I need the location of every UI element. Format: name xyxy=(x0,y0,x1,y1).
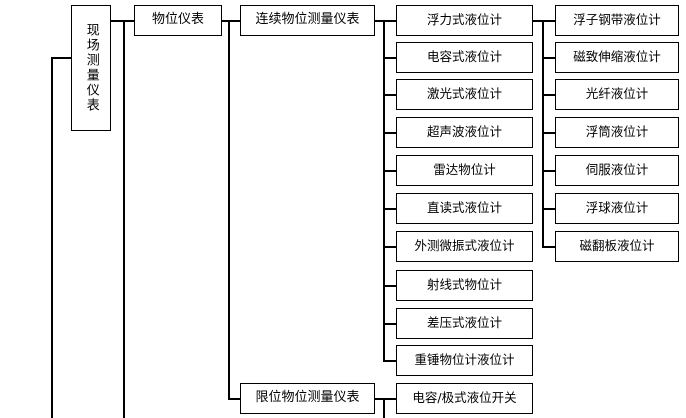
node-direct-reading-level-gauge[interactable]: 直读式液位计 xyxy=(396,193,533,224)
connector-continuous-child-5 xyxy=(383,170,397,172)
connector-buoyancy-child-1 xyxy=(542,20,556,22)
node-magnetostrictive-level-gauge[interactable]: 磁致伸缩液位计 xyxy=(555,42,679,73)
node-buoyancy-level-gauge[interactable]: 浮力式液位计 xyxy=(396,5,533,36)
node-continuous-label: 连续物位测量仪表 xyxy=(255,12,360,28)
connector-level3-trunk xyxy=(228,20,230,399)
node-label: 电容/极式液位开关 xyxy=(412,390,517,406)
node-label: 浮球液位计 xyxy=(585,200,649,216)
node-label: 直读式液位计 xyxy=(426,200,502,216)
connector-continuous-child-3 xyxy=(383,94,397,96)
node-radiation-level-gauge[interactable]: 射线式物位计 xyxy=(396,270,533,301)
connector-level3-continuous-stub xyxy=(228,20,241,22)
node-differential-pressure-level-gauge[interactable]: 差压式液位计 xyxy=(396,308,533,339)
node-label: 差压式液位计 xyxy=(426,315,502,331)
connector-level3-limit-stub xyxy=(228,398,241,400)
connector-root-left-stub xyxy=(51,57,72,59)
node-label: 外测微振式液位计 xyxy=(414,238,515,254)
node-displacer-level-gauge[interactable]: 浮筒液位计 xyxy=(555,117,679,148)
node-label: 重锤物位计液位计 xyxy=(414,352,515,368)
connector-continuous-out-stub xyxy=(375,20,389,22)
node-optical-fiber-level-gauge[interactable]: 光纤液位计 xyxy=(555,79,679,110)
connector-continuous-child-1 xyxy=(383,20,397,22)
connector-continuous-child-7 xyxy=(383,246,397,248)
connector-level2-trunk xyxy=(123,20,125,418)
node-level2-label: 物位仪表 xyxy=(151,12,204,28)
connector-continuous-child-8 xyxy=(383,285,397,287)
node-level-indicator-instruments[interactable]: 物位仪表 xyxy=(134,5,222,36)
node-ultrasonic-level-gauge[interactable]: 超声波液位计 xyxy=(396,117,533,148)
node-label: 浮子钢带液位计 xyxy=(573,12,661,28)
node-external-micro-vibration-level-gauge[interactable]: 外测微振式液位计 xyxy=(396,231,533,262)
connector-root-to-level2-stub xyxy=(110,20,134,22)
node-weight-level-gauge[interactable]: 重锤物位计液位计 xyxy=(396,345,533,376)
connector-buoyancy-child-4 xyxy=(542,132,556,134)
node-label: 超声波液位计 xyxy=(426,124,502,140)
connector-continuous-child-10 xyxy=(383,360,397,362)
node-label: 磁翻板液位计 xyxy=(579,238,655,254)
connector-continuous-child-9 xyxy=(383,323,397,325)
node-limit-label: 限位物位测量仪表 xyxy=(255,390,360,406)
node-label: 电容式液位计 xyxy=(426,49,502,65)
connector-continuous-child-6 xyxy=(383,208,397,210)
node-servo-level-gauge[interactable]: 伺服液位计 xyxy=(555,155,679,186)
node-magnetic-flap-level-gauge[interactable]: 磁翻板液位计 xyxy=(555,231,679,262)
connector-limit-children-trunk xyxy=(383,398,385,418)
connector-buoyancy-child-6 xyxy=(542,208,556,210)
node-label: 射线式物位计 xyxy=(426,277,502,293)
connector-buoyancy-children-trunk xyxy=(542,20,544,248)
connector-continuous-child-2 xyxy=(383,57,397,59)
node-label: 磁致伸缩液位计 xyxy=(573,49,661,65)
connector-buoyancy-out-stub xyxy=(533,20,549,22)
node-label: 伺服液位计 xyxy=(585,162,649,178)
connector-limit-child-1 xyxy=(383,398,397,400)
node-capacitive-plate-level-switch[interactable]: 电容/极式液位开关 xyxy=(396,383,533,414)
connector-limit-out-stub xyxy=(375,398,389,400)
connector-continuous-children-trunk xyxy=(383,20,385,361)
node-float-steel-tape-level-gauge[interactable]: 浮子钢带液位计 xyxy=(555,5,679,36)
node-label: 光纤液位计 xyxy=(585,86,649,102)
connector-buoyancy-child-3 xyxy=(542,94,556,96)
node-label: 激光式液位计 xyxy=(426,86,502,102)
node-root-label: 现场测量仪表 xyxy=(83,23,99,113)
connector-buoyancy-child-5 xyxy=(542,170,556,172)
node-laser-level-gauge[interactable]: 激光式液位计 xyxy=(396,79,533,110)
node-label: 浮筒液位计 xyxy=(585,124,649,140)
node-root-site-measuring-instruments[interactable]: 现场测量仪表 xyxy=(71,5,111,131)
node-continuous-level-measurement[interactable]: 连续物位测量仪表 xyxy=(240,5,375,36)
connector-root-left-trunk xyxy=(51,57,53,418)
connector-continuous-child-4 xyxy=(383,132,397,134)
connector-buoyancy-child-7 xyxy=(542,246,556,248)
node-limit-level-measurement[interactable]: 限位物位测量仪表 xyxy=(240,383,375,414)
node-label: 浮力式液位计 xyxy=(426,12,502,28)
node-float-ball-level-gauge[interactable]: 浮球液位计 xyxy=(555,193,679,224)
node-radar-level-gauge[interactable]: 雷达物位计 xyxy=(396,155,533,186)
connector-buoyancy-child-2 xyxy=(542,57,556,59)
node-capacitive-level-gauge[interactable]: 电容式液位计 xyxy=(396,42,533,73)
node-label: 雷达物位计 xyxy=(433,162,496,178)
